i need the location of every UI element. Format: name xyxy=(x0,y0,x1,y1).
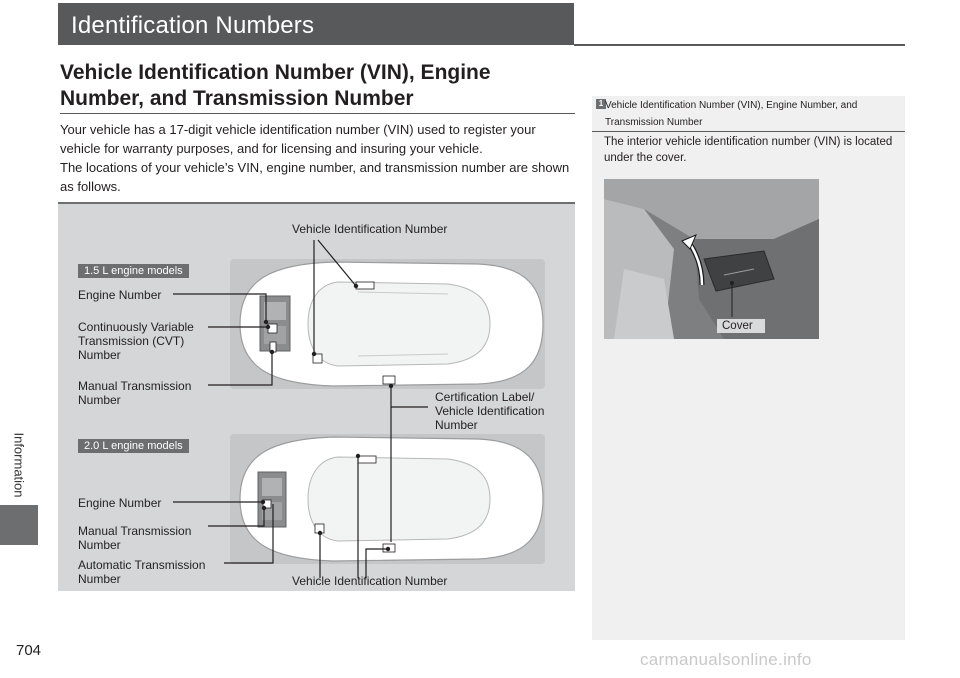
vin-cover-photo: Cover xyxy=(604,179,819,339)
cvt-line-2: Transmission (CVT) xyxy=(78,334,185,348)
vin-label-top: Vehicle Identification Number xyxy=(292,222,448,236)
side-tab-label: Information xyxy=(11,432,27,498)
header-rule xyxy=(574,44,905,46)
vehicle-diagram-drawing xyxy=(173,239,545,578)
section-rule xyxy=(60,113,575,114)
mt1-line-1: Manual Transmission xyxy=(78,379,192,393)
side-tab-label-box: Information xyxy=(10,420,28,510)
cert-line-1: Certification Label/ xyxy=(435,390,535,404)
cert-line-3: Number xyxy=(435,418,478,432)
section-title: Vehicle Identification Number (VIN), Eng… xyxy=(60,61,491,110)
side-tab: Information xyxy=(0,0,38,678)
page-number: 704 xyxy=(16,642,42,659)
engine-number-label-1: Engine Number xyxy=(78,288,162,302)
automatic-transmission-label: Automatic Transmission Number xyxy=(78,558,205,586)
cvt-line-3: Number xyxy=(78,348,121,362)
body-paragraph-2: The locations of your vehicle’s VIN, eng… xyxy=(60,160,570,194)
manual-transmission-label-1: Manual Transmission Number xyxy=(78,379,191,407)
sidebar-marker: 1 xyxy=(596,99,606,109)
vehicle-diagram: Vehicle Identification Number 1.5 L engi… xyxy=(58,202,575,591)
cvt-number-label: Continuously Variable Transmission (CVT)… xyxy=(78,320,194,362)
chapter-title: Identification Numbers xyxy=(71,12,315,39)
vin-cover-photo-drawing xyxy=(604,179,819,339)
mt2-line-1: Manual Transmission xyxy=(78,524,192,538)
watermark: carmanualsonline.info xyxy=(640,650,812,669)
cvt-line-1: Continuously Variable xyxy=(78,320,194,334)
sidebar-note: 1 Vehicle Identification Number (VIN), E… xyxy=(592,96,905,640)
body-text: Your vehicle has a 17-digit vehicle iden… xyxy=(60,120,575,196)
car-top-view-1 xyxy=(230,259,545,389)
sidebar-text: The interior vehicle identification numb… xyxy=(604,136,893,164)
at-line-2: Number xyxy=(78,572,121,586)
cover-label: Cover xyxy=(717,319,765,333)
badge-1-5l: 1.5 L engine models xyxy=(78,264,189,278)
leader-lines xyxy=(173,239,428,578)
sidebar-title: Vehicle Identification Number (VIN), Eng… xyxy=(605,100,858,128)
vin-label-bottom: Vehicle Identification Number xyxy=(292,574,448,588)
certification-label: Certification Label/ Vehicle Identificat… xyxy=(435,390,544,432)
mt2-line-2: Number xyxy=(78,538,121,552)
leader-dots xyxy=(260,283,394,552)
at-line-1: Automatic Transmission xyxy=(78,558,206,572)
sidebar-header: 1 Vehicle Identification Number (VIN), E… xyxy=(592,96,905,132)
engine-number-label-2: Engine Number xyxy=(78,496,162,510)
body-paragraph-1: Your vehicle has a 17-digit vehicle iden… xyxy=(60,122,536,156)
mt1-line-2: Number xyxy=(78,393,121,407)
side-tab-marker xyxy=(0,505,38,545)
car-top-view-2 xyxy=(230,434,545,564)
badge-2-0l: 2.0 L engine models xyxy=(78,439,189,453)
cert-line-2: Vehicle Identification xyxy=(435,404,545,418)
chapter-header: Identification Numbers xyxy=(58,3,574,45)
manual-transmission-label-2: Manual Transmission Number xyxy=(78,524,191,552)
